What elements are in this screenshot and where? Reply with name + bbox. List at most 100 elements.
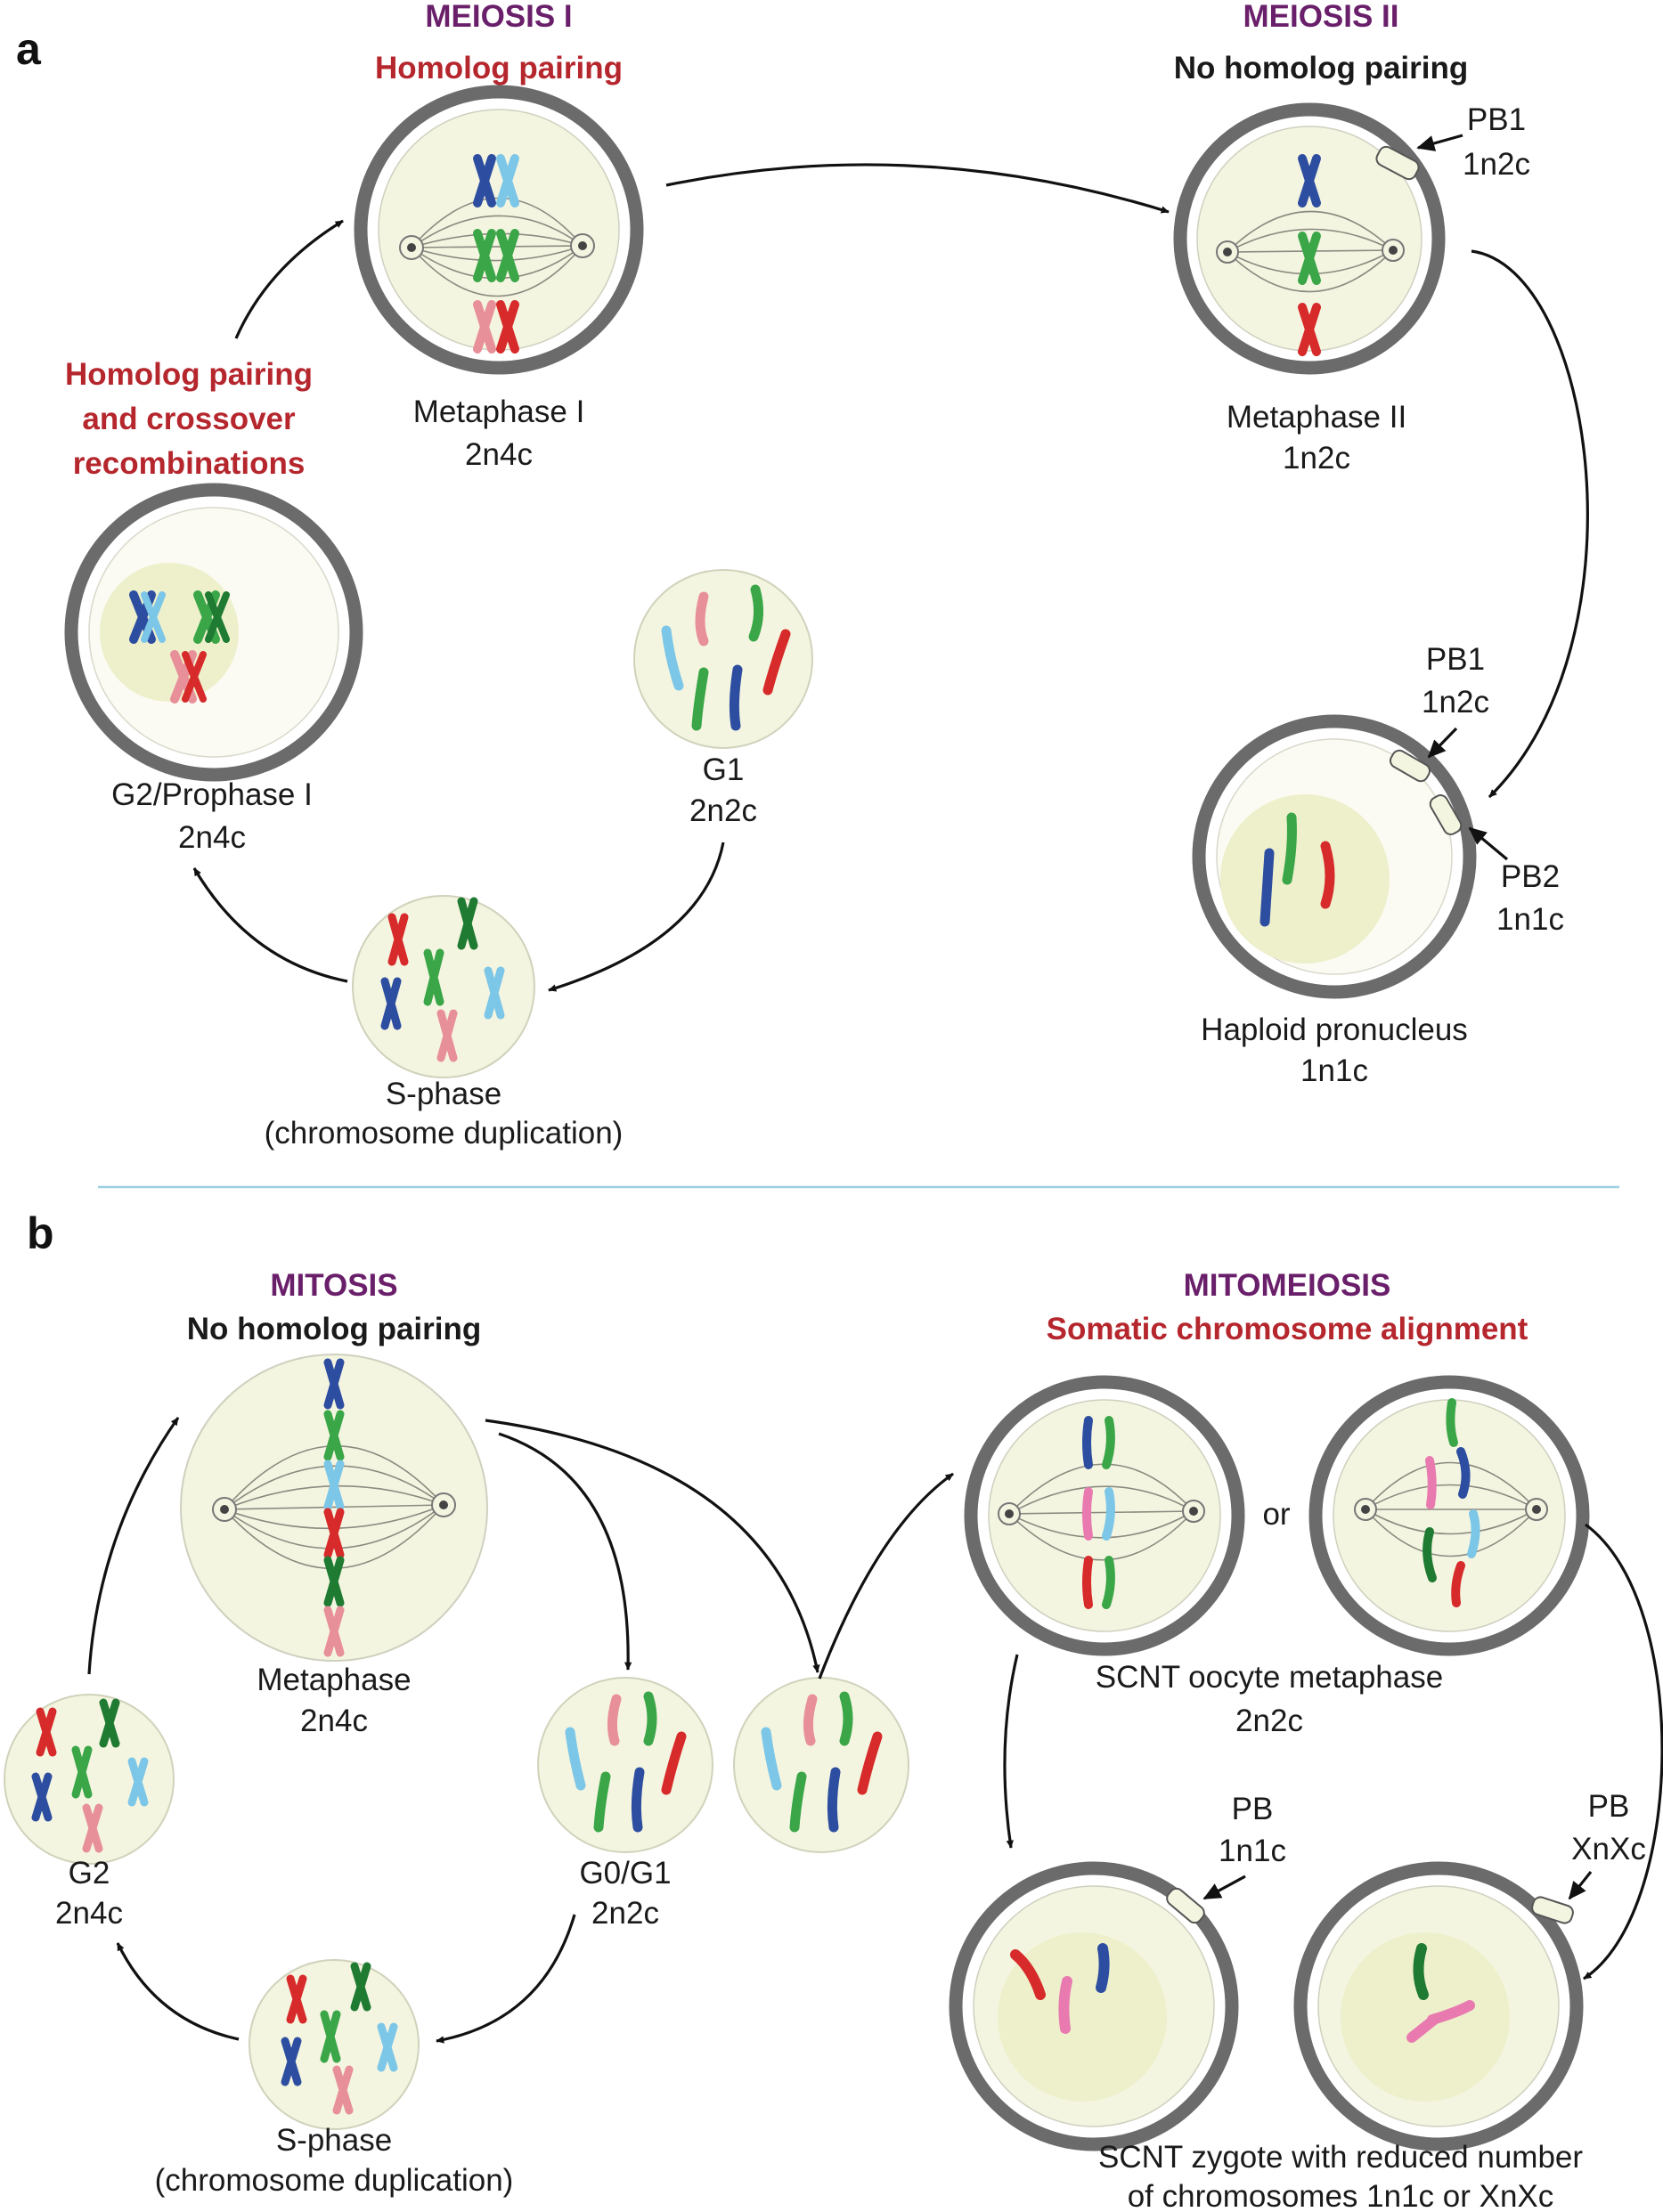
chromosome-green-icon xyxy=(71,1745,93,1799)
chromosome-green-icon xyxy=(643,1691,657,1746)
sphase-b-detail: (chromosome duplication) xyxy=(155,2163,514,2198)
meiosis1-subtitle: Homolog pairing xyxy=(375,51,623,85)
chromosome-pink-icon xyxy=(695,591,709,647)
chromosome-pink-icon xyxy=(1082,1487,1093,1541)
sphase-a-detail: (chromosome duplication) xyxy=(265,1116,624,1151)
chromosome-green-icon xyxy=(1423,1527,1437,1582)
polar-body-1-icon xyxy=(1390,749,1431,783)
chromosome-pink-icon xyxy=(1058,1976,1072,2034)
chromosome-light-blue-icon xyxy=(377,2022,398,2072)
chromosome-blue-icon xyxy=(323,1358,345,1410)
chromosome-tetrad-red-icon xyxy=(170,650,207,703)
scnt-metaphase-label: SCNT oocyte metaphase xyxy=(1096,1660,1443,1695)
arrow-icon xyxy=(485,1419,820,1673)
chromosome-pink-icon xyxy=(607,1694,622,1746)
sphase-b-label: S-phase xyxy=(276,2123,392,2158)
arrow-icon xyxy=(1427,727,1458,759)
pb2-ploidy: 1n1c xyxy=(1496,902,1564,937)
metaphase2-label: Metaphase II xyxy=(1227,400,1406,435)
chromosome-blue-icon xyxy=(631,1767,645,1833)
chromosome-red-icon xyxy=(661,1731,687,1795)
meiosis2-title: MEIOSIS II xyxy=(1243,0,1398,34)
chromosome-blue-icon xyxy=(31,1772,53,1822)
pb1-bottom-ploidy: 1n2c xyxy=(1422,685,1489,720)
scnt-metaphase-oocyte-aligned xyxy=(964,1375,1245,1656)
donor-somatic-cell xyxy=(733,1677,909,1853)
mitotic-metaphase-ploidy: 2n4c xyxy=(300,1704,368,1738)
zygote-caption-line1: SCNT zygote with reduced number xyxy=(1098,2140,1583,2175)
pb1-top-label: PB1 xyxy=(1467,102,1526,137)
chromosome-green-icon xyxy=(593,1771,611,1833)
meiosis2-subtitle: No homolog pairing xyxy=(1174,51,1469,85)
pb-left-ploidy: 1n1c xyxy=(1219,1834,1286,1868)
pb1-top-ploidy: 1n2c xyxy=(1463,147,1530,182)
mitomeiosis-title: MITOMEIOSIS xyxy=(1184,1268,1391,1303)
chromosome-green-icon xyxy=(323,1410,345,1461)
scnt-metaphase-ploidy: 2n2c xyxy=(1235,1704,1303,1738)
chromosome-red-icon xyxy=(762,629,791,695)
chromosome-blue-icon xyxy=(1096,1943,1110,1993)
chromosome-green-icon xyxy=(99,1698,120,1748)
arrow-icon xyxy=(818,1472,954,1679)
crossover-note-line1: Homolog pairing xyxy=(65,357,313,392)
chromosome-pink-icon xyxy=(1406,2014,1439,2043)
panel-a-letter: a xyxy=(16,24,42,74)
pb2-label: PB2 xyxy=(1501,859,1560,894)
chromosome-red-icon xyxy=(1451,1561,1465,1607)
polar-body-2-icon xyxy=(1429,794,1463,835)
chromosome-bivalent-red-icon xyxy=(473,300,519,354)
crossover-note-line2: and crossover xyxy=(82,402,296,436)
chromosome-pink-icon xyxy=(323,1606,345,1657)
pronucleus-ploidy: 1n1c xyxy=(1300,1053,1368,1088)
arrow-icon xyxy=(548,842,725,992)
chromosome-light-blue-icon xyxy=(1102,1487,1115,1541)
chromosome-blue-icon xyxy=(1298,154,1321,207)
pb-left-label: PB xyxy=(1232,1792,1274,1826)
metaphase1-ploidy: 2n4c xyxy=(465,437,533,472)
chromosome-green-icon xyxy=(1446,1398,1458,1447)
chromosome-green-icon xyxy=(1282,812,1297,885)
chromosome-green-icon xyxy=(1298,232,1321,285)
scnt-metaphase-oocyte-misaligned xyxy=(1308,1375,1590,1656)
g0g1-label: G0/G1 xyxy=(579,1856,671,1891)
chromosome-green-icon xyxy=(839,1691,853,1746)
chromosome-pink-icon xyxy=(332,2065,354,2115)
sphase-cell-b xyxy=(249,1959,420,2130)
arrow-icon xyxy=(1416,134,1463,151)
chromosome-blue-icon xyxy=(1456,1447,1471,1499)
scnt-zygote-1n1c xyxy=(949,1861,1239,2151)
sphase-cell-a xyxy=(352,895,535,1078)
mitosis-title: MITOSIS xyxy=(270,1268,397,1303)
metaphase1-oocyte xyxy=(354,85,644,375)
chromosome-light-blue-icon xyxy=(661,625,684,691)
mitomeiosis-subtitle: Somatic chromosome alignment xyxy=(1047,1312,1528,1346)
chromosome-light-blue-icon xyxy=(761,1727,782,1791)
chromosome-pink-icon xyxy=(436,1009,458,1062)
arrow-icon xyxy=(192,867,348,983)
g2-cell xyxy=(4,1694,175,1865)
chromosome-green-icon xyxy=(748,584,763,642)
chromosome-red-icon xyxy=(1298,303,1321,356)
chromosome-red-icon xyxy=(857,1731,883,1795)
chromosome-red-icon xyxy=(1082,1556,1093,1609)
g1-label: G1 xyxy=(703,752,745,787)
arrow-icon xyxy=(234,219,344,339)
polar-body-icon xyxy=(1531,1896,1574,1924)
chromosome-red-icon xyxy=(1320,841,1335,909)
chromosome-green-icon xyxy=(691,667,709,731)
arrow-icon xyxy=(1583,1523,1663,1980)
meiosis1-title: MEIOSIS I xyxy=(425,0,572,34)
chromosome-blue-icon xyxy=(1082,1416,1093,1469)
pb1-bottom-label: PB1 xyxy=(1426,642,1485,677)
mitotic-metaphase-cell xyxy=(180,1354,488,1662)
arrow-icon xyxy=(1468,826,1509,861)
panel-b-letter: b xyxy=(27,1208,54,1258)
sphase-a-label: S-phase xyxy=(386,1077,501,1111)
g2-prophase-ploidy: 2n4c xyxy=(178,820,246,855)
g2-prophase-label: G2/Prophase I xyxy=(111,777,313,812)
crossover-note-line3: recombinations xyxy=(73,446,306,481)
chromosome-green-icon xyxy=(789,1771,807,1833)
chromosome-pink-icon xyxy=(1425,1456,1437,1509)
chromosome-light-blue-icon xyxy=(323,1460,345,1511)
